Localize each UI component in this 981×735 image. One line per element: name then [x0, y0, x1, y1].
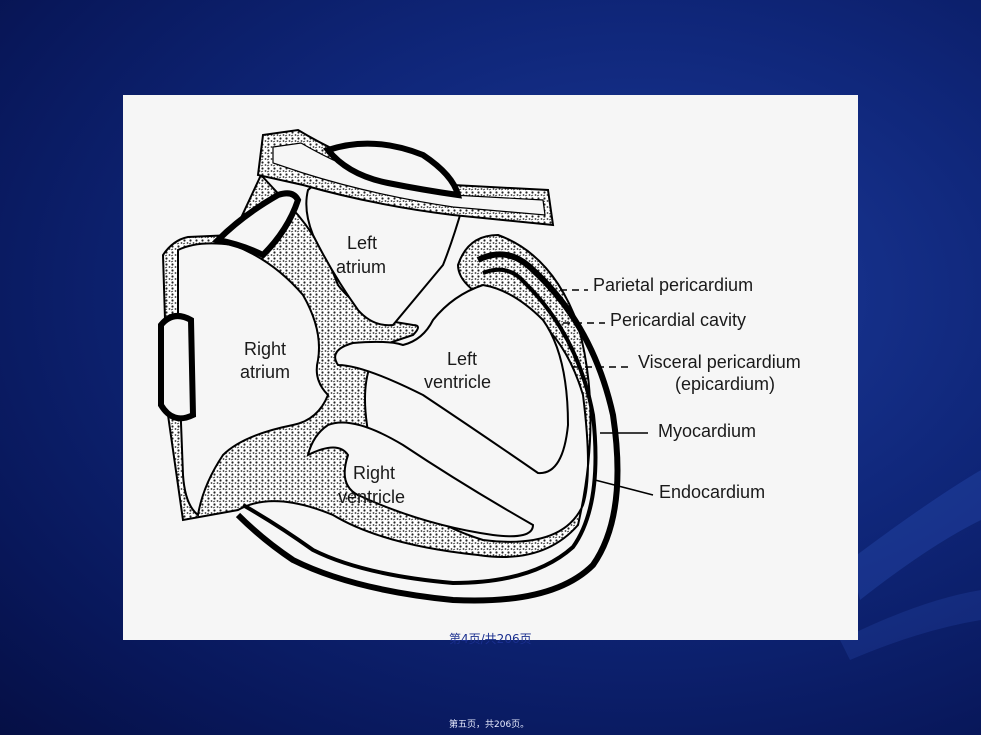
leader-lines-solid — [594, 432, 654, 496]
heart-diagram-figure: Left atrium Right atrium Left ventricle … — [123, 95, 858, 640]
fat-pad-right-atrium — [158, 313, 197, 422]
heart-diagram-svg: Left atrium Right atrium Left ventricle … — [158, 128, 801, 604]
right-ventricle-cavity — [306, 421, 535, 538]
left-ventricle-cavity — [334, 283, 570, 475]
right-atrium-cavity — [177, 242, 330, 517]
left-atrium-label-1: Left — [347, 233, 377, 253]
visceral-pericardium — [242, 267, 598, 586]
parietal-pericardium-label: Parietal pericardium — [593, 275, 753, 295]
endocardium-label: Endocardium — [659, 482, 765, 502]
left-ventricle-label-1: Left — [447, 349, 477, 369]
left-atrium-label-2: atrium — [336, 257, 386, 277]
bottom-caption: 第五页，共206页。 — [449, 720, 530, 730]
fat-pad-top — [322, 140, 462, 199]
right-atrium-label-2: atrium — [240, 362, 290, 382]
right-atrium-label-1: Right — [244, 339, 286, 359]
visceral-pericardium-label: Visceral pericardium — [638, 352, 801, 372]
parietal-pericardium — [235, 251, 621, 604]
leader-lines — [548, 289, 628, 368]
right-ventricle-label-1: Right — [353, 463, 395, 483]
page-indicator: 第4页/共206页 — [449, 632, 532, 646]
myocardium-label: Myocardium — [658, 421, 756, 441]
fat-pad-left-atrium — [211, 190, 302, 259]
right-ventricle-label-2: ventricle — [338, 487, 405, 507]
epicardium-label: (epicardium) — [675, 374, 775, 394]
left-ventricle-label-2: ventricle — [424, 372, 491, 392]
pericardial-cavity-label: Pericardial cavity — [610, 310, 746, 330]
